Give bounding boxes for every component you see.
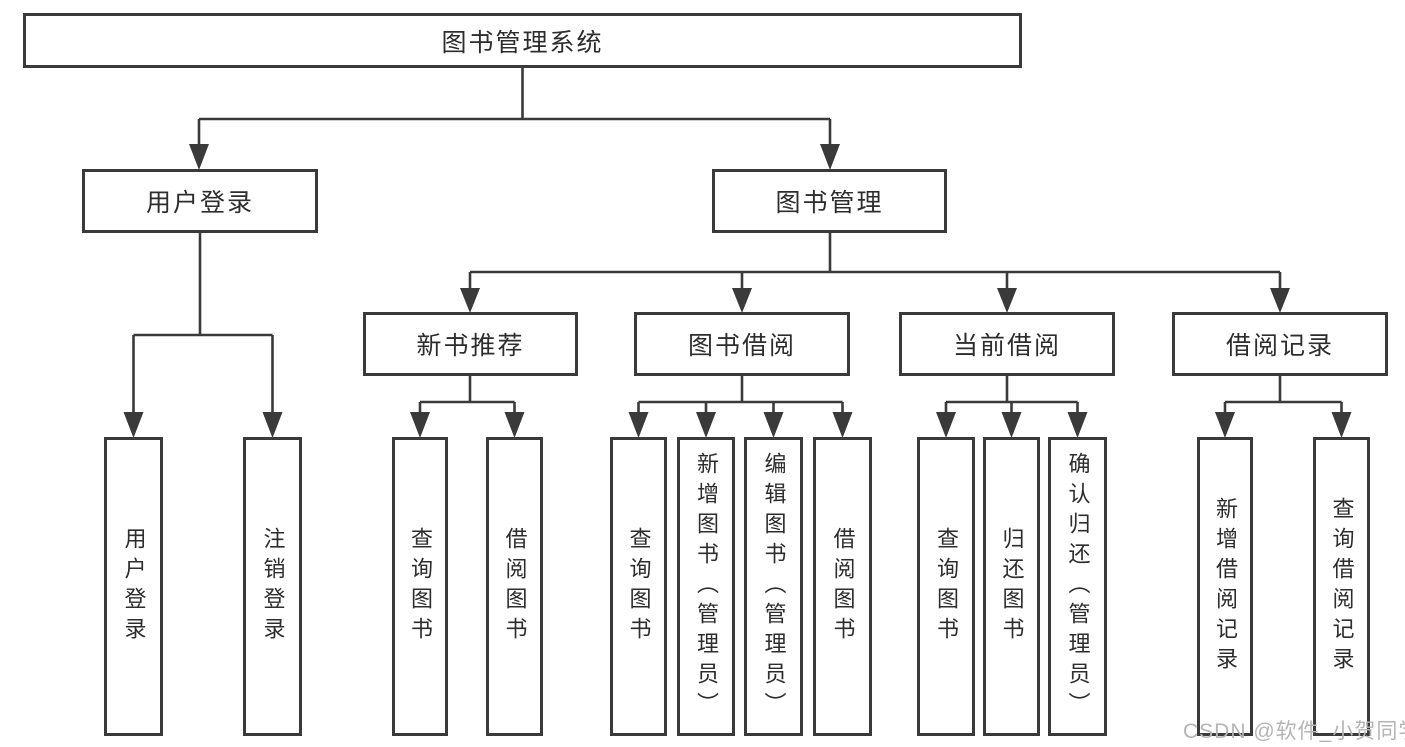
leaf-nbr-query-books-label: 查询图书 [408,526,433,647]
leaf-bb-query-books: 查询图书 [610,437,667,736]
node-library-management-system: 图书管理系统 [23,13,1022,68]
leaf-bb-edit-books-admin-label: 编辑图书（管理员） [761,451,787,722]
leaf-bb-add-books-admin: 新增图书（管理员） [677,437,735,736]
node-user-login: 用户登录 [82,169,318,233]
leaf-cb-query-books: 查询图书 [917,437,975,736]
leaf-user-login: 用户登录 [104,437,163,736]
leaf-cb-confirm-return-admin-label: 确认归还（管理员） [1065,451,1091,722]
leaf-br-add-record-label: 新增借阅记录 [1213,496,1238,677]
leaf-logout: 注销登录 [243,437,302,736]
leaf-nbr-query-books: 查询图书 [392,437,448,736]
csdn-watermark: CSDN @软件_小贺同学 [1183,720,1405,743]
node-book-management: 图书管理 [712,169,947,233]
leaf-nbr-borrow-books-label: 借阅图书 [502,526,528,647]
leaf-cb-query-books-label: 查询图书 [934,526,959,647]
leaf-logout-label: 注销登录 [260,526,286,647]
node-current-borrow: 当前借阅 [899,312,1115,376]
leaf-br-query-record-label: 查询借阅记录 [1329,496,1355,677]
leaf-bb-query-books-label: 查询图书 [626,526,652,647]
leaf-cb-return-books: 归还图书 [983,437,1040,736]
node-new-book-recommend: 新书推荐 [363,312,578,376]
leaf-bb-add-books-admin-label: 新增图书（管理员） [694,451,719,722]
leaf-bb-edit-books-admin: 编辑图书（管理员） [744,437,803,736]
leaf-cb-return-books-label: 归还图书 [999,526,1025,647]
leaf-br-query-record: 查询借阅记录 [1313,437,1370,736]
leaf-bb-borrow-books-label: 借阅图书 [830,526,856,647]
node-book-borrow: 图书借阅 [634,312,850,376]
leaf-br-add-record: 新增借阅记录 [1197,437,1253,736]
leaf-user-login-label: 用户登录 [121,526,147,647]
node-borrow-records: 借阅记录 [1172,312,1388,376]
leaf-nbr-borrow-books: 借阅图书 [486,437,543,736]
leaf-bb-borrow-books: 借阅图书 [813,437,872,736]
leaf-cb-confirm-return-admin: 确认归还（管理员） [1048,437,1107,736]
